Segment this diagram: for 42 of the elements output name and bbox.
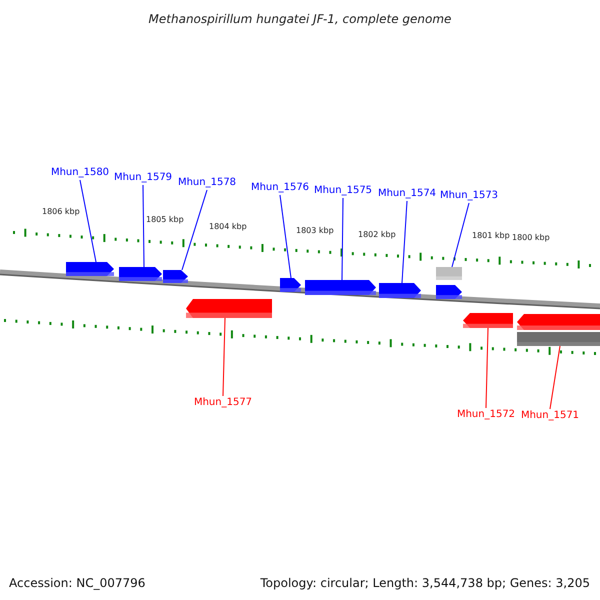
gene-label: Mhun_1573 bbox=[440, 189, 498, 203]
scale-label: 1800 kbp bbox=[512, 233, 550, 243]
gene-block bbox=[517, 314, 600, 330]
gene-label: Mhun_1575 bbox=[314, 184, 372, 198]
feature-bar bbox=[517, 332, 600, 346]
leader-line bbox=[550, 346, 560, 410]
leader-line bbox=[486, 328, 488, 408]
leader-line bbox=[182, 190, 208, 270]
gene-label: Mhun_1576 bbox=[250, 181, 310, 195]
gene-label: Mhun_1572 bbox=[456, 408, 516, 422]
gene-block bbox=[463, 313, 513, 328]
feature-bar bbox=[436, 267, 462, 280]
title: Methanospirillum hungatei JF-1, complete genome bbox=[148, 11, 452, 28]
leader-line bbox=[402, 200, 408, 284]
leader-line bbox=[342, 198, 344, 280]
gene-label: Mhun_1580 bbox=[50, 166, 110, 180]
scale-label: 1805 kbp bbox=[146, 215, 184, 225]
gene-block bbox=[163, 270, 188, 283]
gene-label: Mhun_1578 bbox=[178, 176, 236, 190]
gene-label: Mhun_1577 bbox=[194, 396, 252, 410]
genome-info-text: Topology: circular; Length: 3,544,738 bp; Genes: 3,205 bbox=[260, 575, 590, 592]
leader-line bbox=[280, 194, 292, 278]
gene-block bbox=[436, 285, 462, 299]
scale-label: 1804 kbp bbox=[209, 222, 247, 232]
scale-label: 1803 kbp bbox=[296, 226, 334, 236]
gene-block bbox=[66, 262, 114, 276]
gene-block bbox=[186, 299, 272, 318]
scale-label: 1802 kbp bbox=[358, 230, 396, 240]
gene-label: Mhun_1571 bbox=[520, 409, 580, 423]
leader-line bbox=[452, 202, 470, 268]
gene-label: Mhun_1579 bbox=[114, 171, 172, 185]
scale-label: 1801 kbp bbox=[472, 231, 510, 241]
leader-line bbox=[80, 180, 96, 262]
gene-label: Mhun_1574 bbox=[378, 187, 436, 201]
scale-label: 1806 kbp bbox=[42, 207, 80, 217]
gene-block bbox=[280, 278, 301, 292]
leader-line bbox=[142, 184, 144, 268]
accession-text: Accession: NC_007796 bbox=[9, 575, 146, 592]
gene-block bbox=[119, 267, 162, 281]
gene-block bbox=[305, 280, 376, 295]
leader-line bbox=[222, 318, 226, 396]
gene-block bbox=[379, 283, 421, 298]
